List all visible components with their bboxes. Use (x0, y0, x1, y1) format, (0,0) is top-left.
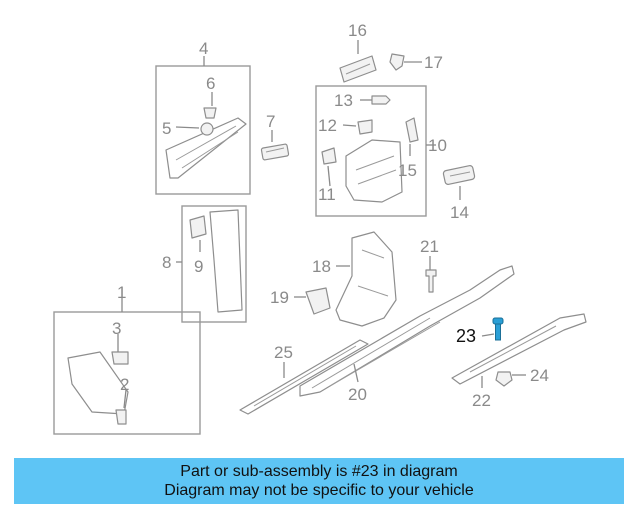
group-box-4 (155, 65, 251, 195)
callout-23: 23 (456, 326, 476, 346)
clip-5 (200, 122, 214, 136)
callout-3: 3 (112, 319, 121, 338)
bolt-21 (425, 269, 437, 293)
group-box-10 (315, 85, 427, 217)
parts-diagram: 1 2 3 4 5 6 7 8 9 10 11 12 13 14 15 16 1… (53, 21, 587, 435)
callout-4: 4 (199, 39, 208, 58)
clip-24 (495, 371, 513, 387)
callout-9: 9 (194, 257, 203, 276)
clip-9 (189, 215, 207, 239)
callout-19: 19 (270, 288, 289, 307)
callout-13: 13 (334, 91, 353, 110)
callout-21: 21 (420, 237, 439, 256)
callout-8: 8 (162, 253, 171, 272)
banner-line-2: Diagram may not be specific to your vehi… (164, 482, 474, 499)
trim-panel-10 (345, 139, 403, 203)
callout-11: 11 (318, 185, 336, 204)
clip-12 (357, 119, 373, 135)
clip-3 (111, 351, 129, 365)
callout-10: 10 (428, 136, 447, 155)
callout-2: 2 (120, 375, 129, 394)
callout-6: 6 (206, 74, 215, 93)
callout-24: 24 (530, 366, 549, 385)
callout-25: 25 (274, 343, 293, 362)
b-pillar-lower-8 (209, 209, 243, 313)
banner-line-1: Part or sub-assembly is #23 in diagram (180, 463, 458, 480)
clip-15 (405, 117, 419, 143)
callout-14: 14 (450, 203, 469, 222)
bracket-14 (442, 164, 476, 186)
callout-16: 16 (348, 21, 367, 40)
callout-15: 15 (398, 161, 417, 180)
clip-17 (389, 53, 405, 71)
b-pillar-trim-18 (335, 231, 397, 327)
clip-2 (115, 409, 127, 425)
callout-12: 12 (318, 116, 337, 135)
info-banner: Part or sub-assembly is #23 in diagram D… (14, 458, 624, 504)
a-pillar-trim (165, 117, 247, 179)
group-box-1 (53, 311, 201, 435)
screw-13 (371, 95, 391, 105)
group-box-8 (181, 205, 247, 323)
callout-7: 7 (266, 112, 275, 131)
leader-lines (117, 40, 526, 409)
callout-18: 18 (312, 257, 331, 276)
callout-5: 5 (162, 119, 171, 138)
clip-19 (305, 287, 331, 315)
bracket-7 (260, 143, 290, 161)
reinforcement-22 (451, 313, 587, 385)
callout-1: 1 (117, 283, 126, 302)
clip-6 (203, 107, 217, 119)
callout-20: 20 (348, 385, 367, 404)
callout-17: 17 (424, 53, 443, 72)
clip-11 (321, 147, 337, 165)
callout-22: 22 (472, 391, 491, 410)
bolt-23-highlighted[interactable] (492, 317, 504, 341)
